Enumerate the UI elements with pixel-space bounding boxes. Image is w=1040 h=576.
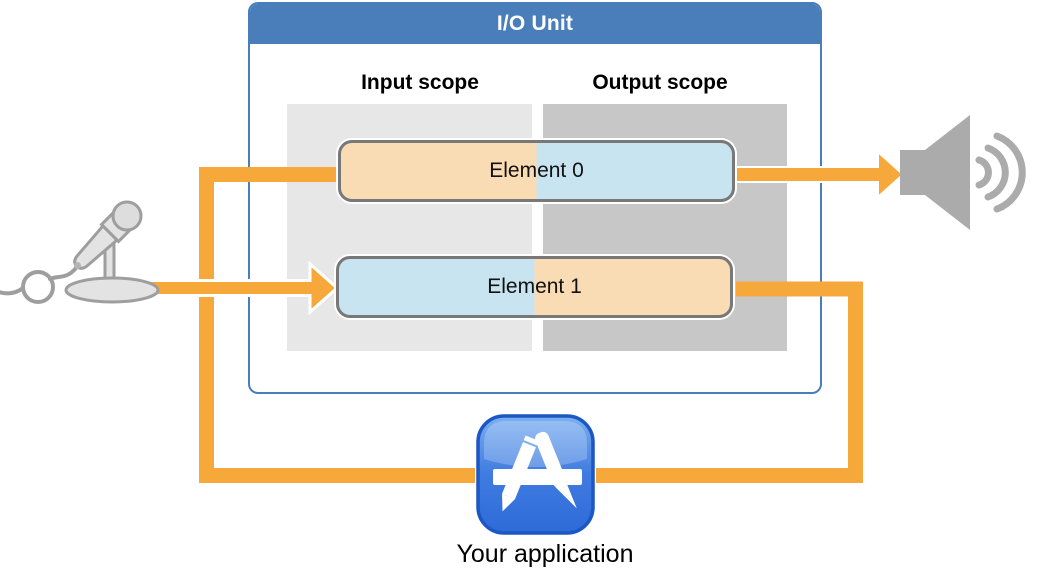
output-scope-label: Output scope xyxy=(592,71,728,94)
input-scope-label: Input scope xyxy=(361,71,479,94)
microphone-icon xyxy=(0,200,160,304)
element-0-label: Element 0 xyxy=(489,159,584,182)
application-label: Your application xyxy=(456,540,634,568)
element-0-box: Element 0 xyxy=(338,140,735,202)
app-store-icon xyxy=(475,413,596,536)
element-1-box: Element 1 xyxy=(336,256,733,318)
io-unit-title: I/O Unit xyxy=(496,12,574,35)
element-1-label: Element 1 xyxy=(487,275,582,298)
speaker-icon xyxy=(900,115,1026,230)
io-unit-header: I/O Unit xyxy=(250,4,820,44)
